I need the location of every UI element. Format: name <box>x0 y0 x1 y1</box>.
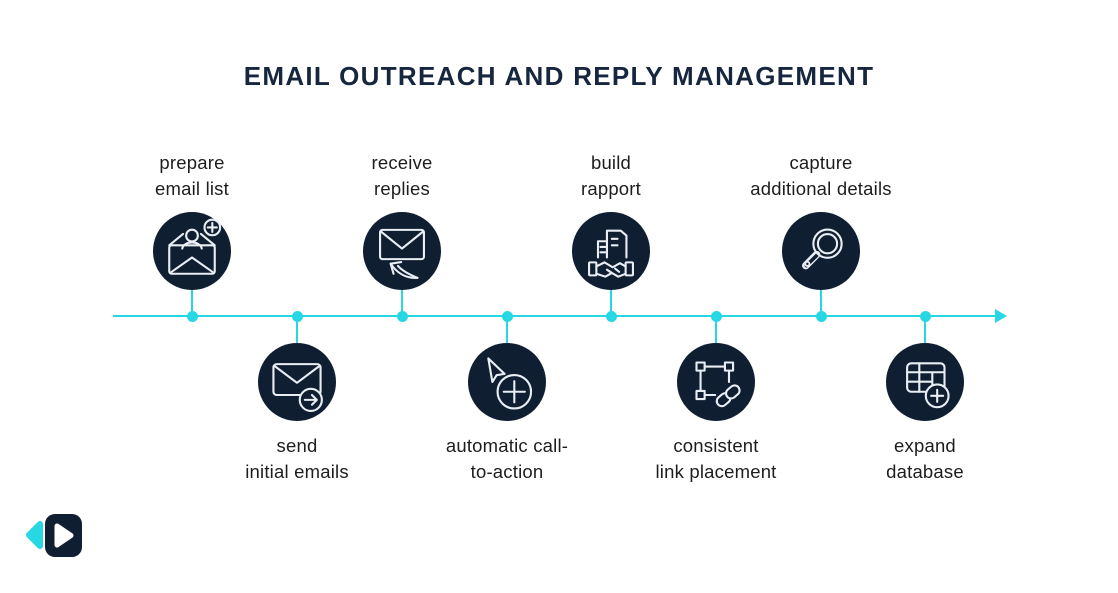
step-send-initial-emails: send initial emails <box>167 311 427 485</box>
step-circle <box>363 212 441 290</box>
timeline-dot <box>186 311 198 322</box>
step-label-line2: replies <box>374 178 430 199</box>
step-label-line2: initial emails <box>245 461 349 482</box>
connector-line <box>401 286 403 318</box>
step-label-line1: build <box>590 152 632 173</box>
step-label-line2: additional details <box>750 178 892 199</box>
magnifier-icon <box>801 228 843 270</box>
step-label: receive replies <box>371 150 432 202</box>
buildings-handshake-icon <box>588 229 634 278</box>
step-circle <box>677 343 755 421</box>
envelope-send-icon <box>272 363 323 412</box>
step-label-line1: expand <box>894 435 956 456</box>
connector-line <box>610 286 612 318</box>
envelope-add-contact-icon <box>168 218 222 275</box>
step-receive-replies: receive replies <box>272 150 532 322</box>
step-label: capture additional details <box>750 150 891 202</box>
step-label-line1: capture <box>789 152 853 173</box>
page-title: EMAIL OUTREACH AND REPLY MANAGEMENT <box>243 61 875 91</box>
step-label-line1: receive <box>371 152 433 173</box>
step-consistent-link-placement: consistent link placement <box>586 311 846 485</box>
timeline-dot <box>605 311 617 322</box>
step-prepare-email-list: prepare email list <box>62 150 322 322</box>
logo-left-triangle-icon <box>26 521 43 549</box>
step-label-line1: consistent <box>673 435 759 456</box>
timeline-dot <box>815 311 827 322</box>
step-label-line2: link placement <box>655 461 777 482</box>
step-label: send initial emails <box>245 433 349 485</box>
table-add-icon <box>906 362 950 409</box>
timeline-dot <box>396 311 408 322</box>
step-circle <box>468 343 546 421</box>
step-label-line1: automatic call- <box>445 435 569 456</box>
selection-frame-link-icon <box>695 361 741 408</box>
step-circle <box>886 343 964 421</box>
timeline-dot <box>710 311 722 322</box>
step-label-line2: database <box>886 461 964 482</box>
connector-line <box>296 316 298 346</box>
step-circle <box>258 343 336 421</box>
step-label: expand database <box>886 433 964 485</box>
step-label: consistent link placement <box>655 433 776 485</box>
timeline-dot <box>501 311 513 322</box>
step-label-line1: prepare <box>159 152 225 173</box>
cursor-plus-icon <box>487 357 533 410</box>
step-capture-additional-details: capture additional details <box>691 150 951 322</box>
timeline-dot <box>291 311 303 322</box>
timeline-arrow-icon <box>995 309 1007 323</box>
step-label-line2: to-action <box>470 461 544 482</box>
connector-line <box>715 316 717 346</box>
envelope-reply-icon <box>379 228 425 279</box>
step-circle <box>572 212 650 290</box>
connector-line <box>506 316 508 346</box>
step-expand-database: expand database <box>795 311 1055 485</box>
timeline-line <box>113 315 997 318</box>
step-label-line1: send <box>276 435 318 456</box>
step-label-line2: email list <box>155 178 229 199</box>
connector-line <box>820 286 822 318</box>
step-label-line2: rapport <box>580 178 642 199</box>
connector-line <box>924 316 926 346</box>
step-circle <box>153 212 231 290</box>
step-circle <box>782 212 860 290</box>
timeline-dot <box>919 311 931 322</box>
connector-line <box>191 286 193 318</box>
step-label: prepare email list <box>155 150 229 202</box>
step-automatic-call-to-action: automatic call- to-action <box>377 311 637 485</box>
logo-right-triangle-icon <box>54 523 74 548</box>
step-label: build rapport <box>581 150 641 202</box>
step-label: automatic call- to-action <box>446 433 568 485</box>
step-build-rapport: build rapport <box>481 150 741 322</box>
brand-logo <box>26 514 82 557</box>
